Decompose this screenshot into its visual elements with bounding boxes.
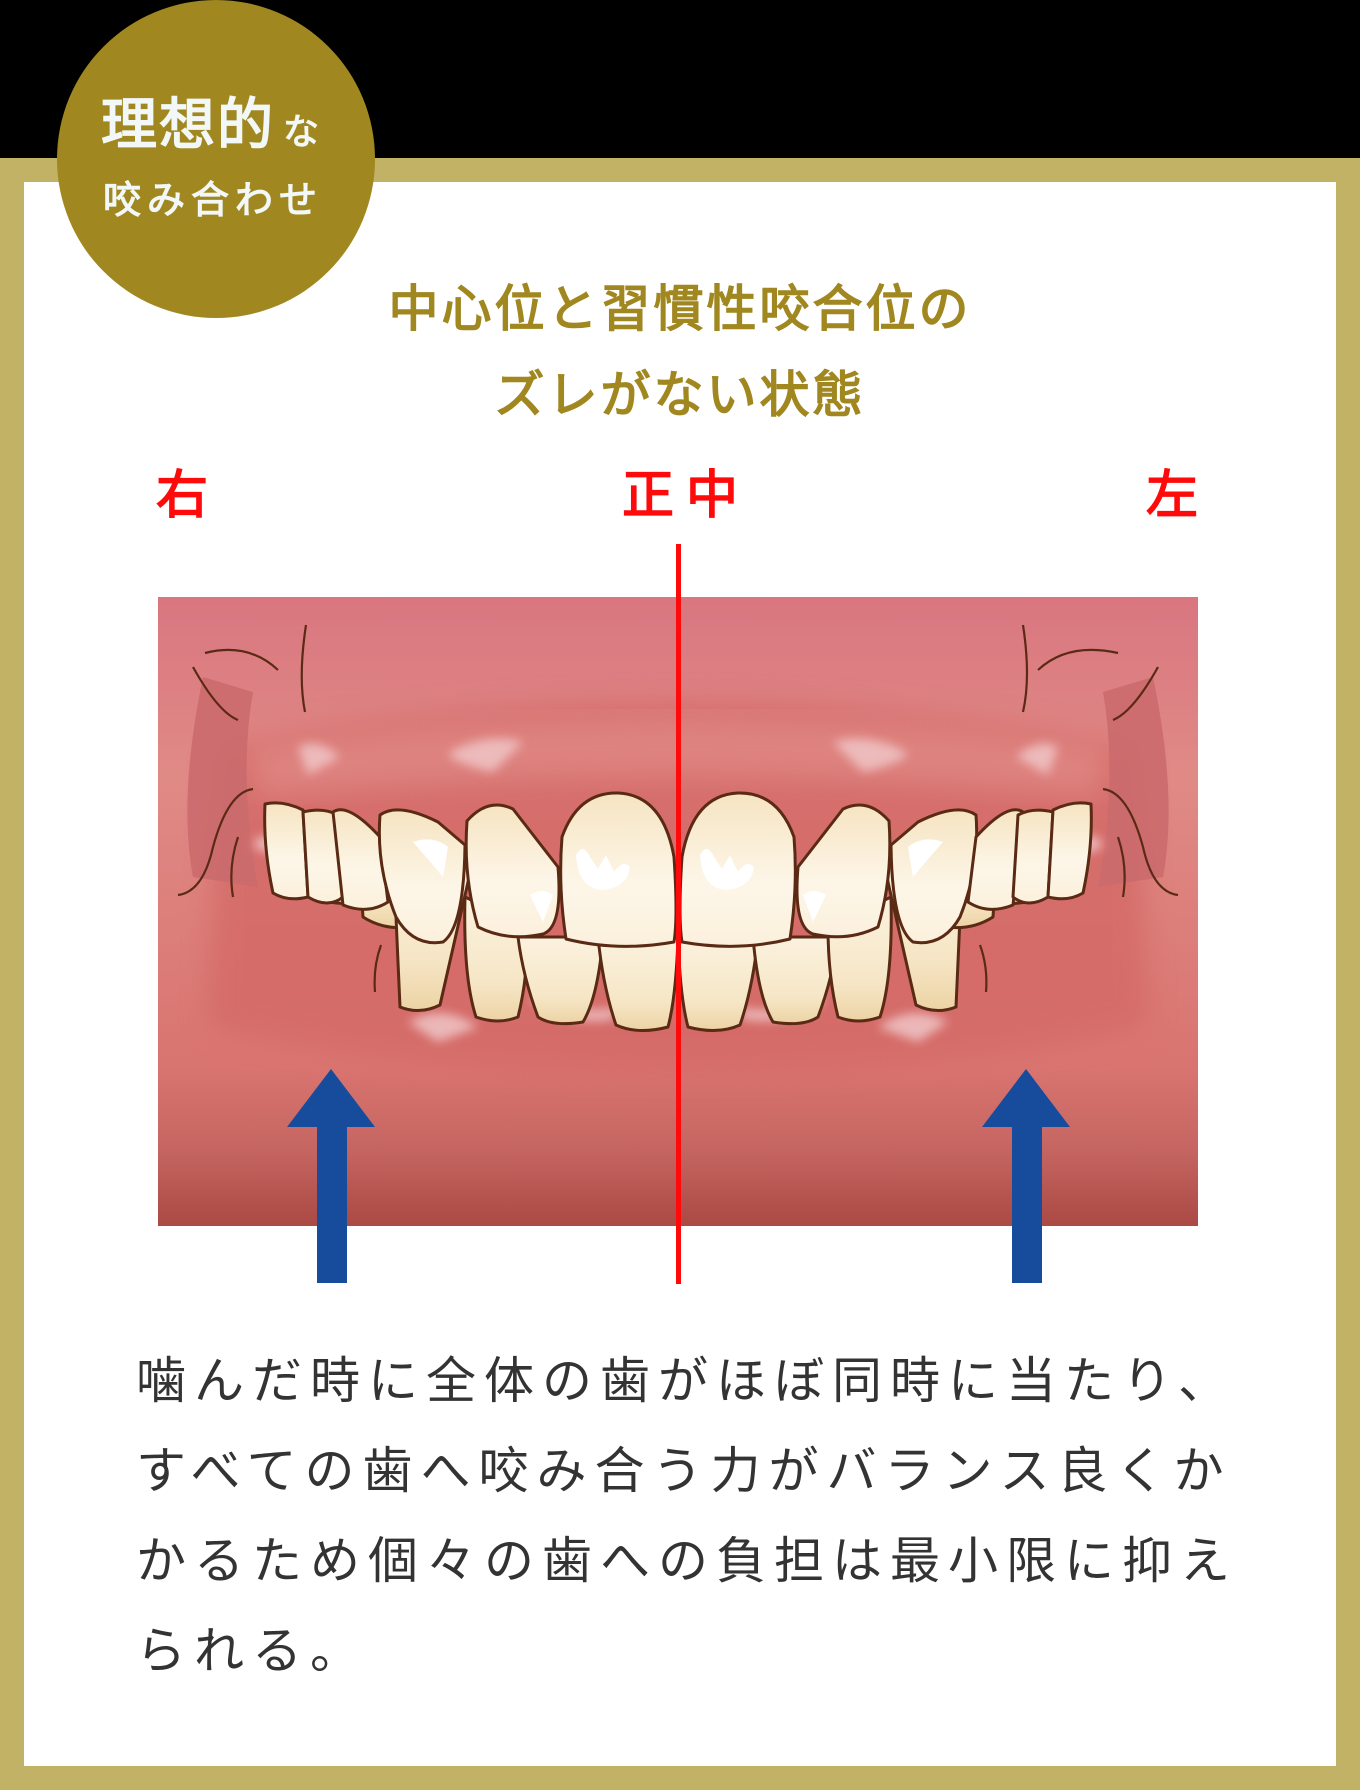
midline-marker (676, 544, 681, 1284)
section-title: 中心位と習慣性咬合位の ズレがない状態 (280, 266, 1080, 438)
badge-small-text: な (283, 112, 320, 153)
up-arrow-icon (982, 1069, 1070, 1283)
label-midline: 正中 (622, 466, 751, 526)
title-line-1: 中心位と習慣性咬合位の (388, 280, 972, 338)
description-line: すべての歯へ咬み合う力がバランス良くか (136, 1442, 1232, 1500)
title-line-2: ズレがない状態 (494, 366, 866, 424)
description-line: 噛んだ時に全体の歯がほぼ同時に当たり、 (136, 1352, 1236, 1410)
label-left-side: 左 (1146, 466, 1199, 526)
up-arrow-icon (287, 1069, 375, 1283)
description-text: 噛んだ時に全体の歯がほぼ同時に当たり、 すべての歯へ咬み合う力がバランス良くか … (136, 1336, 1266, 1696)
ideal-occlusion-badge: 理想的な 咬み合わせ (57, 0, 375, 318)
description-line: られる。 (136, 1622, 368, 1680)
badge-line-2: 咬み合わせ (103, 178, 324, 222)
badge-line-1: 理想的な (101, 94, 319, 165)
description-line: かるため個々の歯への負担は最小限に抑え (136, 1532, 1238, 1590)
label-right-side: 右 (156, 466, 209, 526)
badge-main-text: 理想的 (101, 93, 275, 158)
